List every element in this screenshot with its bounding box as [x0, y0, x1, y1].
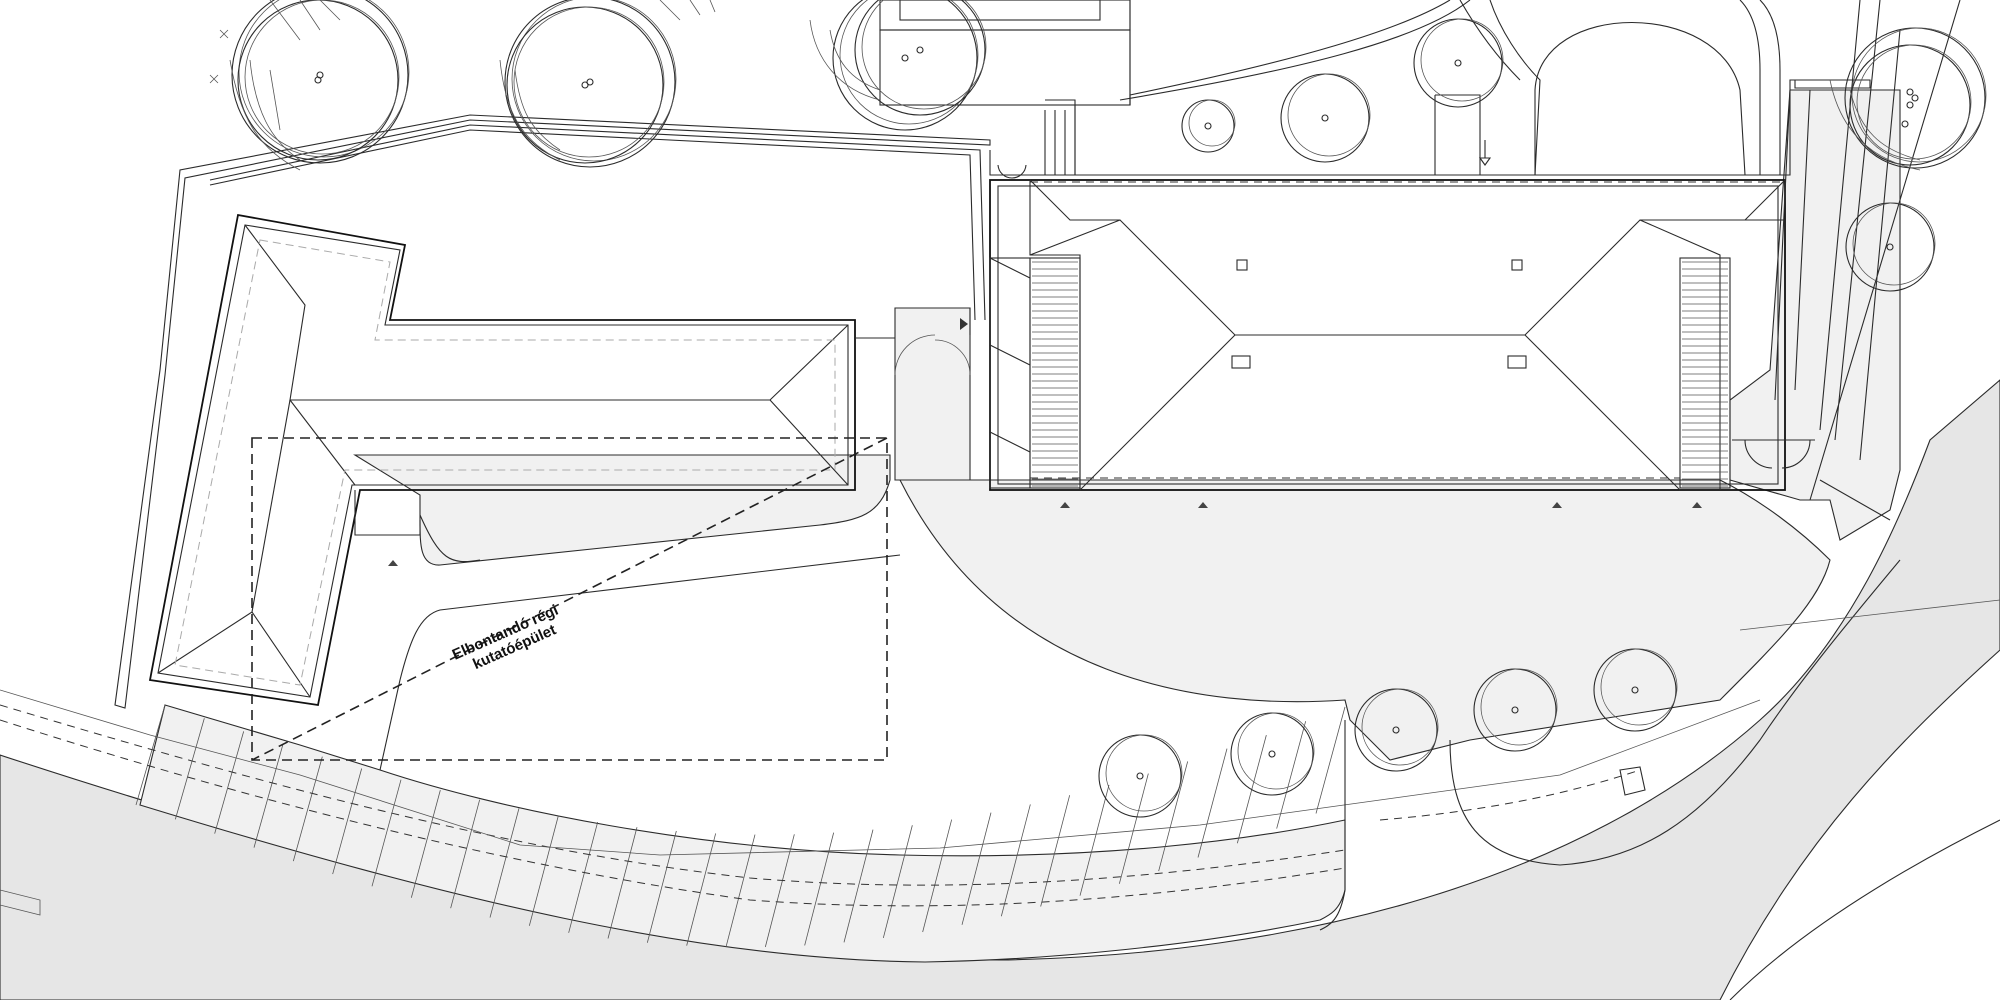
parking-bay-line [135, 704, 166, 806]
tree [1849, 44, 1972, 166]
parking-bay-line [882, 825, 913, 939]
parking-bay-lines [135, 704, 1346, 948]
tree-shadows [229, 19, 1921, 171]
parking-bay-line [686, 833, 717, 946]
east-alley [1774, 0, 1961, 521]
parking-bay-line [568, 821, 599, 933]
parking-bay-line [450, 799, 481, 909]
parking-bay-line [332, 768, 363, 875]
east-staircase [1679, 257, 1731, 489]
parking-bay-line [1118, 773, 1149, 884]
parking-bay-line [1315, 706, 1346, 814]
parking-bay-line [646, 830, 677, 943]
parking-bay-line [607, 827, 638, 939]
tree [1354, 688, 1439, 772]
parking-bay-line [1000, 804, 1031, 917]
tree [1181, 99, 1236, 153]
parking-bay-line [725, 834, 756, 948]
tree [506, 6, 665, 164]
parking-bay-line [764, 834, 795, 948]
tree [1844, 27, 1987, 169]
parking-bay-line [922, 819, 953, 933]
west-staircase [1029, 257, 1081, 489]
tree [832, 0, 979, 131]
tree [854, 0, 987, 116]
parking-bay-line [961, 812, 992, 925]
tree [1473, 668, 1558, 752]
stair-outline [1679, 257, 1731, 489]
tree-trunk [1906, 88, 1914, 96]
parking-bay-line [292, 756, 323, 862]
tree [1413, 18, 1504, 108]
parking-bay-line [528, 815, 559, 926]
trees [231, 0, 1987, 818]
tree [237, 0, 400, 161]
parking-bay-line [1079, 784, 1110, 896]
parking-bay-line [1040, 795, 1071, 907]
stair-outline [1029, 257, 1081, 489]
parking-bay-line [489, 808, 520, 918]
parking-bay-line [843, 829, 874, 943]
tree [1593, 648, 1678, 732]
parking-bay-line [1276, 721, 1307, 829]
paved-areas [353, 89, 1901, 771]
tree [1098, 734, 1183, 818]
tree [1280, 73, 1371, 163]
parking-bay-line [174, 718, 205, 820]
parking-bay-line [253, 744, 284, 848]
tree [504, 0, 677, 168]
north-structures [879, 0, 1800, 176]
parking-bay-line [1197, 748, 1228, 858]
parking-bay-line [804, 832, 835, 946]
tree [1230, 712, 1315, 796]
tree-trunk [1901, 120, 1909, 128]
parking-bay-line [371, 779, 402, 887]
west-building [114, 114, 991, 709]
misc-marks [209, 0, 716, 84]
parking-bay-line [214, 731, 245, 834]
driveway [1319, 559, 2000, 931]
parking-strip [0, 689, 1761, 963]
tree [1845, 202, 1936, 292]
parking-bay-line [410, 790, 441, 898]
parking-bay-line [1158, 761, 1189, 872]
